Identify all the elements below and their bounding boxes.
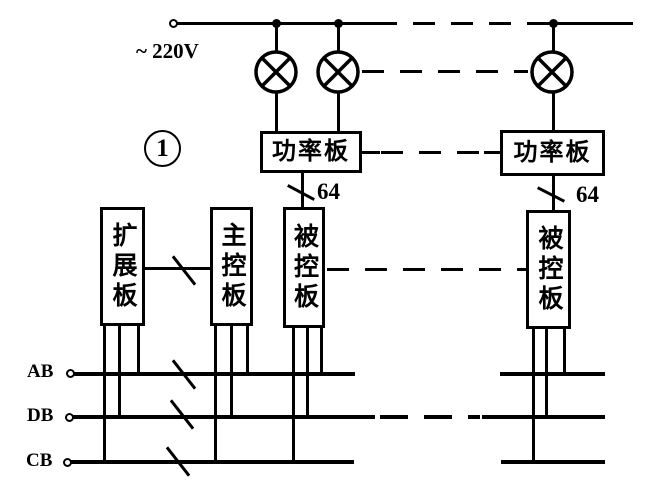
power-link-stub-right (484, 151, 500, 154)
bus-cb-line-left (71, 460, 354, 464)
bus-cb-terminal-icon (62, 457, 72, 467)
board-leg (562, 328, 566, 376)
controlled-board-right: 被控板 (526, 210, 571, 329)
mains-terminal-icon (168, 18, 178, 28)
lamp-row-dashed-wire (362, 70, 528, 73)
wire-count-left: 64 (317, 179, 340, 204)
lamp-icon (316, 50, 360, 94)
bus-cb-label: CB (26, 450, 53, 471)
mains-wire-right (546, 22, 633, 25)
main-control-board: 主控板 (210, 207, 253, 326)
controlled-board-right-label: 被控板 (535, 224, 562, 315)
bus-ab-line-left (74, 372, 355, 376)
main-control-board-label: 主控板 (218, 221, 245, 312)
power-link-dashed (381, 151, 484, 154)
lamp3-stem-bottom (551, 93, 555, 131)
bus-db-line-right (482, 415, 605, 419)
mains-voltage-label: ~ 220V (136, 39, 199, 63)
board-leg (213, 325, 217, 464)
multiwire-slash-icon (169, 398, 195, 430)
bus-db-line-left (73, 415, 375, 419)
lamp1-stem-bottom (274, 93, 278, 131)
controlled-board-left-label: 被控板 (290, 222, 318, 313)
lamp1-stem-top (274, 23, 278, 51)
mains-wire-dashed (375, 22, 546, 25)
bus-db-terminal-icon (64, 412, 74, 422)
power-link-stub-left (362, 151, 380, 154)
multiwire-slash-icon (171, 254, 197, 286)
wire-count-right: 64 (576, 182, 599, 207)
circled-number: 1 (144, 130, 181, 167)
power-board-left: 功率板 (260, 131, 362, 173)
lamp2-stem-top (336, 23, 340, 51)
controlled-link-dashed (327, 268, 526, 271)
expansion-main-link (145, 267, 210, 270)
bus-ab-label: AB (27, 361, 54, 382)
expansion-board-label: 扩展板 (109, 221, 136, 312)
bus-cb-line-right (501, 460, 605, 464)
power-board-left-label: 功率板 (272, 139, 350, 165)
lamp-icon (530, 50, 574, 94)
bus-db-label: DB (27, 405, 54, 426)
bus-db-line-dashed (380, 415, 480, 419)
power-board-right: 功率板 (500, 130, 605, 176)
board-leg (291, 327, 295, 464)
board-leg (136, 325, 140, 376)
controlled-board-left: 被控板 (283, 207, 325, 328)
bus-ab-terminal-icon (65, 369, 75, 378)
lamp3-stem-top (551, 23, 555, 51)
lamp-icon (254, 50, 298, 94)
board-leg (102, 325, 106, 464)
board-leg (319, 327, 323, 376)
expansion-board: 扩展板 (100, 207, 145, 326)
board-leg (245, 325, 249, 376)
board-leg (531, 328, 535, 464)
power-board-right-label: 功率板 (513, 140, 592, 166)
lamp2-stem-bottom (336, 93, 340, 131)
bus-ab-line-right (500, 372, 605, 376)
